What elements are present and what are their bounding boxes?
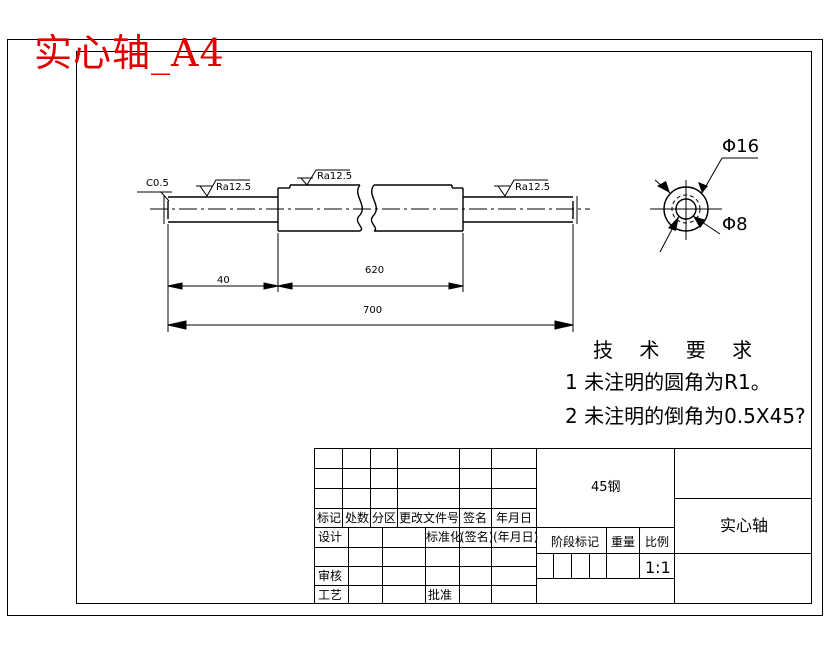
- tb-signature: (签名): [460, 530, 494, 544]
- tb-date: (年月日): [493, 530, 539, 544]
- outer-border: [7, 39, 823, 616]
- dim-620-label: 620: [365, 265, 385, 276]
- roughness-label-3: Ra12.5: [515, 182, 551, 193]
- tb-part-name: 实心轴: [720, 516, 769, 535]
- diameter-outer-label: Φ16: [722, 136, 760, 157]
- tb-standardize: 标准化: [426, 530, 463, 544]
- dim-40-label: 40: [217, 275, 230, 286]
- chamfer-leader: [137, 191, 172, 202]
- tb-header-change-doc: 更改文件号: [399, 511, 460, 525]
- tech-requirement-1: 1 未注明的圆角为R1。: [565, 370, 771, 394]
- tb-scale: 比例: [645, 535, 670, 549]
- tech-requirements-title: 技 术 要 求: [593, 338, 753, 362]
- tb-header-sign: 签名: [463, 511, 488, 525]
- diameter-inner-label: Φ8: [722, 214, 748, 235]
- tb-process: 工艺: [318, 588, 343, 602]
- tb-header-mark: 标记: [317, 511, 342, 525]
- tb-weight: 重量: [611, 535, 636, 549]
- dimension-lines: [167, 224, 574, 332]
- tb-header-count: 处数: [345, 511, 370, 525]
- tb-scale-value: 1:1: [645, 558, 671, 577]
- roughness-label-1: Ra12.5: [216, 182, 252, 193]
- tb-header-date: 年月日: [496, 511, 533, 525]
- tb-stage-mark: 阶段标记: [551, 535, 600, 549]
- tb-approve: 批准: [428, 588, 453, 602]
- dim-700-label: 700: [363, 305, 383, 316]
- tb-design: 设计: [318, 530, 343, 544]
- tb-header-zone: 分区: [372, 511, 397, 525]
- section-view: [650, 157, 758, 253]
- roughness-symbols: [196, 169, 548, 197]
- chamfer-label: C0.5: [146, 178, 169, 189]
- tech-requirement-2: 2 未注明的倒角为0.5X45?: [565, 404, 806, 428]
- title-block: [314, 448, 812, 604]
- tb-material: 45钢: [591, 480, 621, 495]
- roughness-label-2: Ra12.5: [317, 171, 353, 182]
- tb-review: 审核: [318, 569, 343, 583]
- drawing-title: 实心轴_A4: [34, 31, 225, 75]
- shaft-front-view: [163, 184, 578, 232]
